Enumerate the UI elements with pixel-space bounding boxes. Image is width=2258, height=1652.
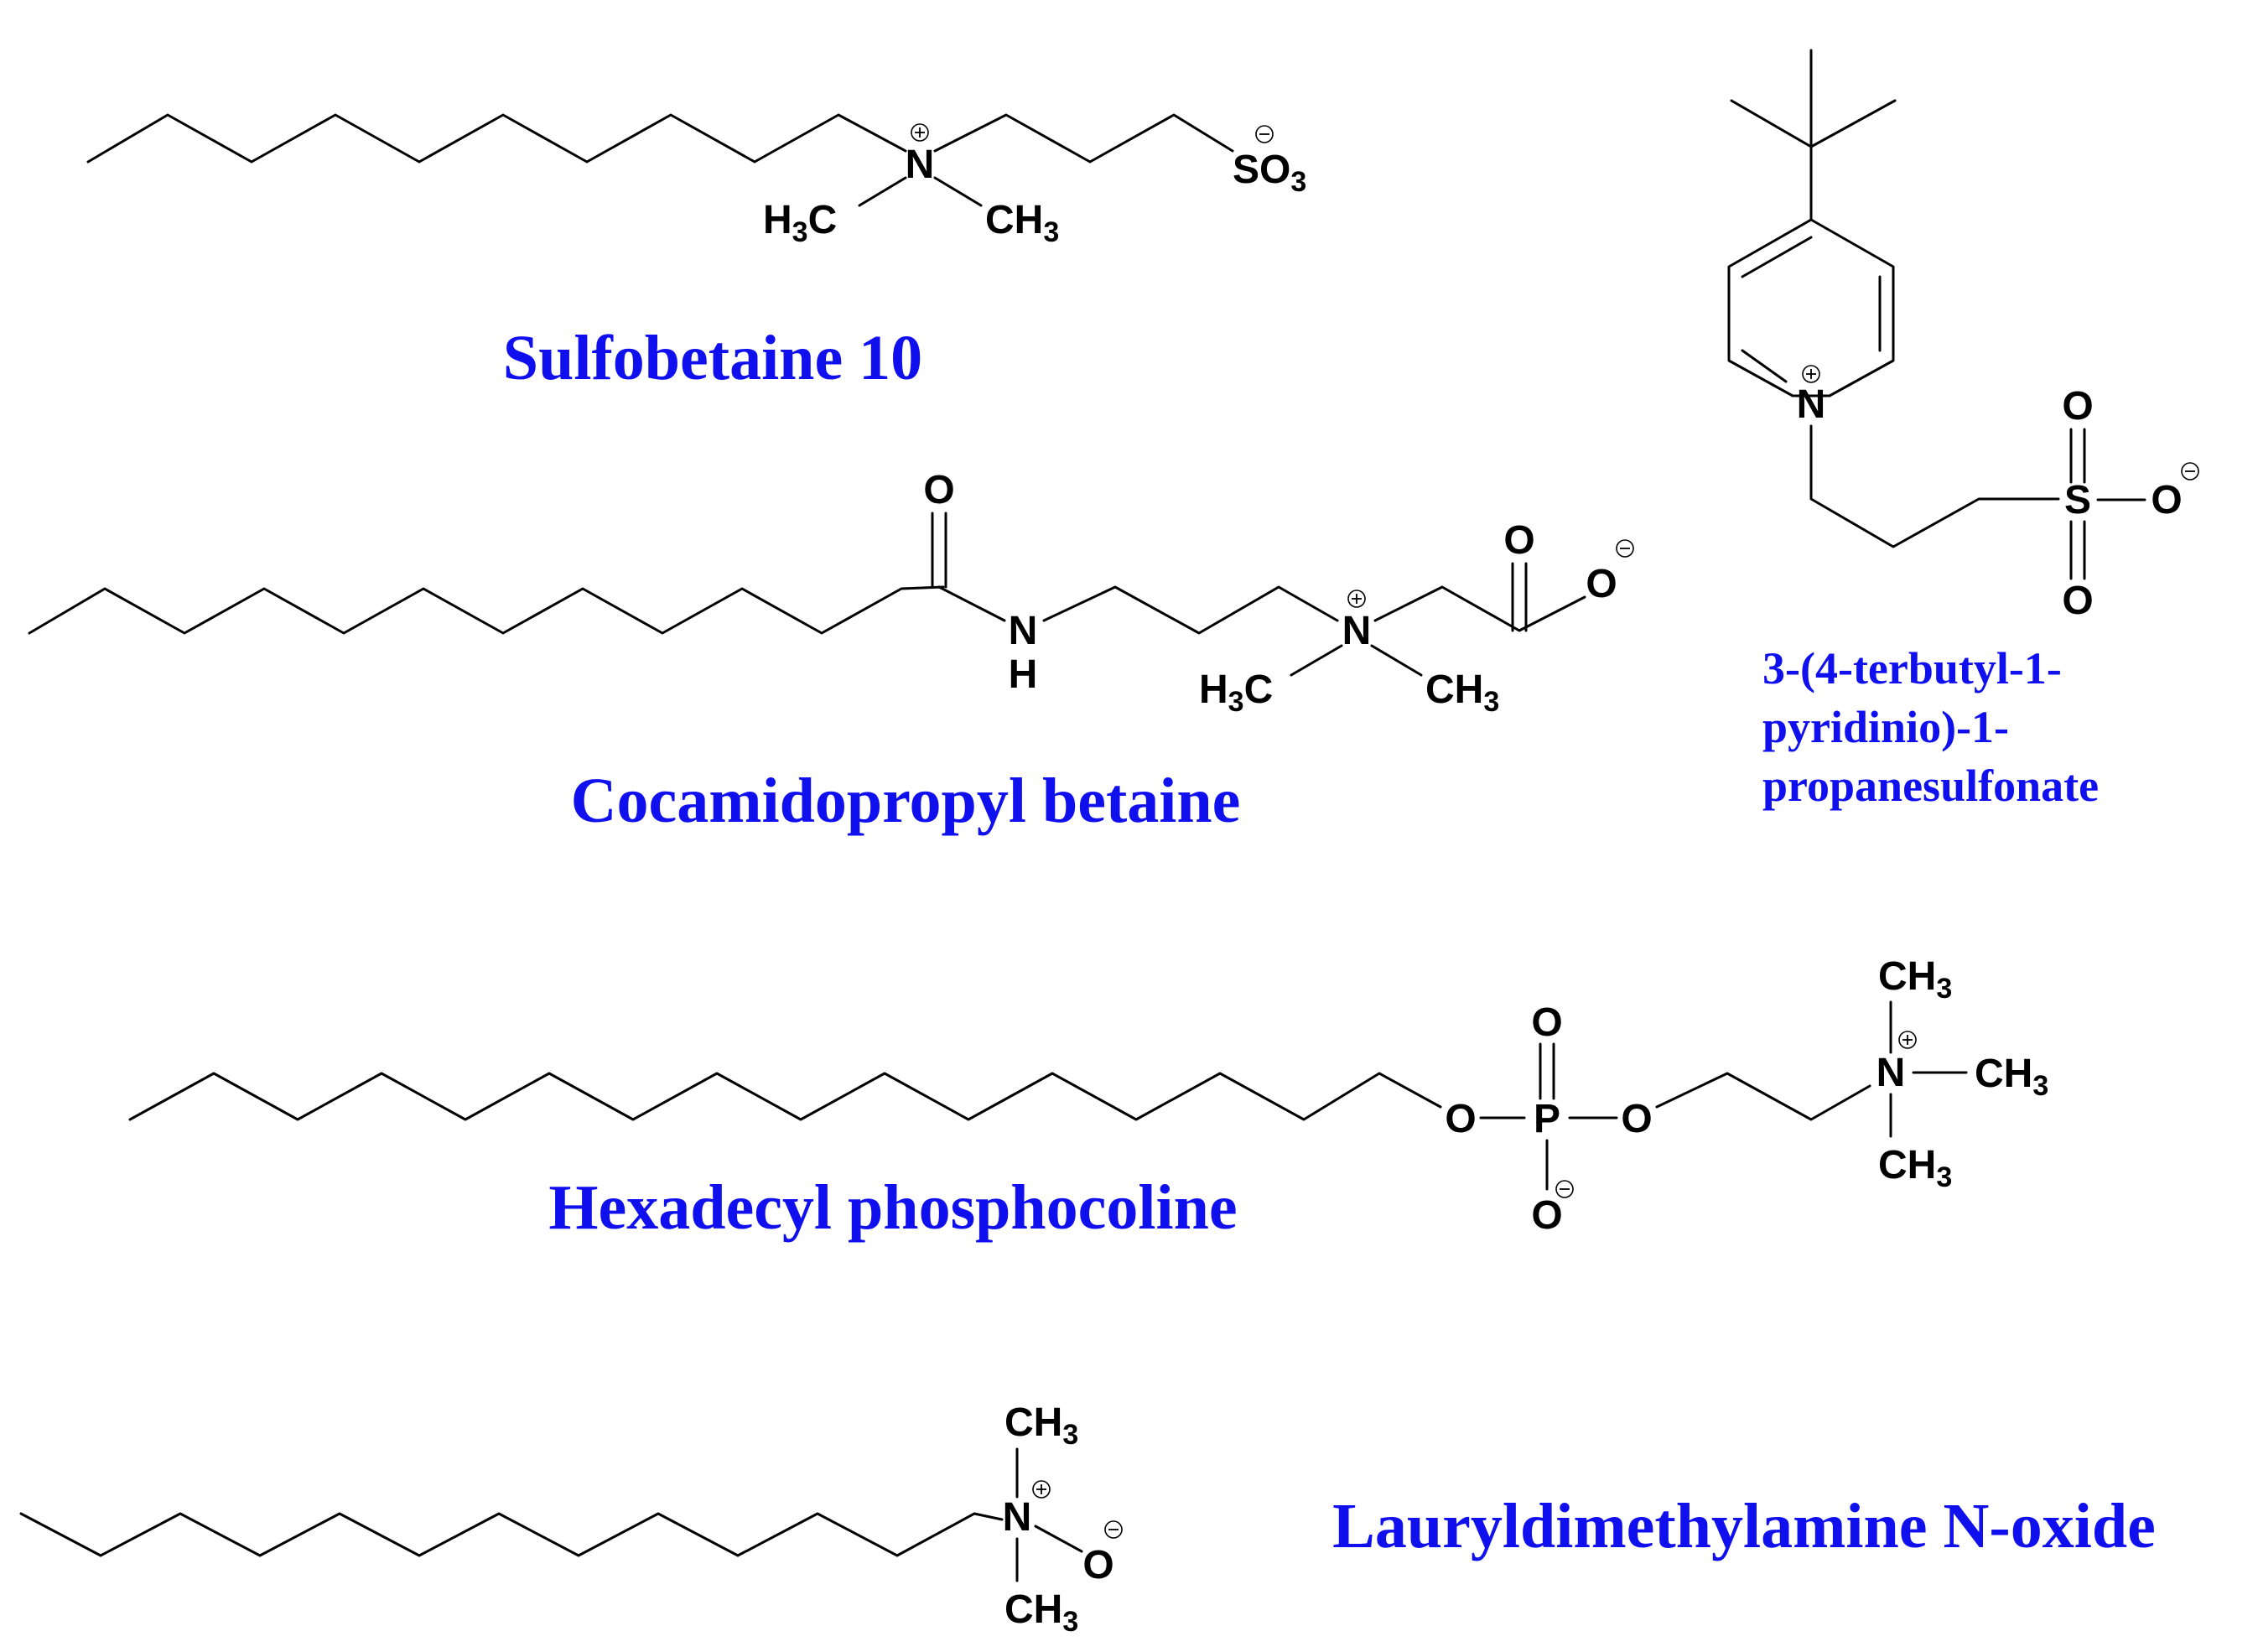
hexadecyl-phosphoryl-oxygen: O xyxy=(1531,1000,1562,1045)
sulfobetaine-sulfonate: SO3 xyxy=(1233,148,1306,198)
lauryl-oxide-oxygen: O xyxy=(1082,1543,1113,1587)
lauryl-alkyl-chain xyxy=(19,1512,1004,1557)
hexadecyl-ester-oxygen-left: O xyxy=(1445,1097,1476,1141)
sulfobetaine-nitrogen: N xyxy=(906,143,935,187)
hexadecyl-ester-oxygen-right: O xyxy=(1621,1097,1652,1141)
sulfobetaine-bond-n-methyl-left xyxy=(858,176,907,207)
label-sulfobetaine-10: Sulfobetaine 10 xyxy=(503,323,922,393)
sulfobetaine-propyl-linker xyxy=(933,113,1234,164)
label-hexadecyl-phosphocoline: Hexadecyl phosphocoline xyxy=(548,1172,1237,1243)
cocamidopropyl-quaternary-nitrogen: N xyxy=(1342,609,1372,653)
hexadecyl-n-positive-charge xyxy=(1898,1031,1917,1049)
molecule-terbutyl-pyridinio-propanesulfonate: N S O O O 3-(4-terbutyl-1- pyridinio)-1-… xyxy=(1727,49,2199,811)
sulfobetaine-methyl-left: H3C xyxy=(763,198,837,248)
hexadecyl-phosphorus: P xyxy=(1534,1097,1560,1141)
cocamidopropyl-bond-n-methyl-right xyxy=(1370,644,1423,677)
pyridinio-nitrogen: N xyxy=(1797,382,1826,427)
cocamidopropyl-methyl-left: H3C xyxy=(1199,668,1273,718)
label-lauryldimethylamine-n-oxide: Lauryldimethylamine N-oxide xyxy=(1332,1491,2156,1561)
cocamidopropyl-n-positive-charge xyxy=(1347,590,1366,608)
hexadecyl-phosphate-negative-charge xyxy=(1555,1180,1574,1198)
lauryl-nitrogen: N xyxy=(1003,1495,1032,1540)
lauryl-bond-n-o xyxy=(1034,1525,1083,1553)
cocamidopropyl-bond-n-methyl-left xyxy=(1290,644,1343,677)
hexadecyl-alkyl-chain xyxy=(128,1072,1442,1121)
hexadecyl-phosphate-oxygen-anion: O xyxy=(1531,1193,1562,1238)
pyridinio-tbutyl-methyl-right xyxy=(1809,99,1897,148)
pyridinio-propyl-linker xyxy=(1809,424,2060,548)
lauryl-n-positive-charge xyxy=(1032,1480,1051,1499)
pyridine-ring xyxy=(1727,218,1895,397)
pyridinio-sulfonyl-oxygen-bottom: O xyxy=(2062,579,2093,623)
molecule-sulfobetaine-10: N H3C CH3 SO3 Sulfobetaine 10 xyxy=(86,113,1306,393)
pyridinio-sulfonate-oxygen: O xyxy=(2151,478,2182,522)
label-pyridinio-line-2: pyridinio)-1- xyxy=(1762,702,2009,752)
pyridinio-tbutyl-methyl-left xyxy=(1730,99,1813,148)
molecule-hexadecyl-phosphocoline: O P O O O N CH3 CH3 CH3 Hexa xyxy=(128,954,2048,1243)
pyridinio-sulfur: S xyxy=(2064,478,2091,522)
cocamidopropyl-propyl-linker xyxy=(1042,585,1339,635)
cocamidopropyl-carboxylate-negative-charge xyxy=(1616,539,1634,558)
label-pyridinio-line-3: propanesulfonate xyxy=(1762,761,2099,811)
sulfobetaine-methyl-right: CH3 xyxy=(985,198,1059,248)
pyridine-ring-double-bond-1 xyxy=(1741,236,1813,278)
sulfobetaine-sulfonate-negative-charge xyxy=(1255,125,1274,143)
cocamidopropyl-amide-nitrogen: N xyxy=(1009,609,1038,653)
pyridinio-sulfonyl-oxygen-top: O xyxy=(2062,384,2093,429)
hexadecyl-ethyl-linker xyxy=(1655,1072,1871,1121)
sulfobetaine-n-positive-charge xyxy=(911,123,929,142)
lauryl-methyl-top: CH3 xyxy=(1004,1400,1078,1451)
molecule-cocamidopropyl-betaine: O N H N H3C CH3 O O Cocamidopropyl betai… xyxy=(28,468,1634,836)
cocamidopropyl-carboxylate-oxygen: O xyxy=(1586,562,1617,606)
sulfobetaine-alkyl-chain xyxy=(86,113,907,164)
lauryl-methyl-bottom: CH3 xyxy=(1004,1587,1078,1638)
cocamidopropyl-carboxyl-oxygen: O xyxy=(1503,518,1534,563)
hexadecyl-quaternary-nitrogen: N xyxy=(1876,1051,1906,1095)
hexadecyl-methyl-bottom: CH3 xyxy=(1878,1143,1952,1193)
cocamidopropyl-carbonyl-oxygen: O xyxy=(923,468,954,512)
pyridine-ring-double-bond-3 xyxy=(1741,349,1788,383)
pyridinio-n-positive-charge xyxy=(1802,365,1820,383)
label-pyridinio-line-1: 3-(4-terbutyl-1- xyxy=(1762,643,2062,694)
cocamidopropyl-methyl-right: CH3 xyxy=(1425,668,1499,718)
cocamidopropyl-acetate-linker xyxy=(1373,585,1586,632)
pyridinio-sulfonate-negative-charge xyxy=(2181,462,2199,481)
hexadecyl-methyl-top: CH3 xyxy=(1878,954,1952,1005)
label-cocamidopropyl-betaine: Cocamidopropyl betaine xyxy=(571,766,1241,836)
lauryl-oxide-negative-charge xyxy=(1104,1520,1123,1539)
sulfobetaine-bond-n-methyl-right xyxy=(933,176,983,207)
cocamidopropyl-amide-hydrogen: H xyxy=(1009,652,1038,697)
molecule-lauryldimethylamine-n-oxide: N O CH3 CH3 Lauryldimethylamine N-oxide xyxy=(19,1400,2156,1638)
cocamidopropyl-alkyl-chain xyxy=(28,585,945,635)
cocamidopropyl-bond-c-n xyxy=(937,585,1006,622)
hexadecyl-methyl-right: CH3 xyxy=(1975,1052,2048,1102)
